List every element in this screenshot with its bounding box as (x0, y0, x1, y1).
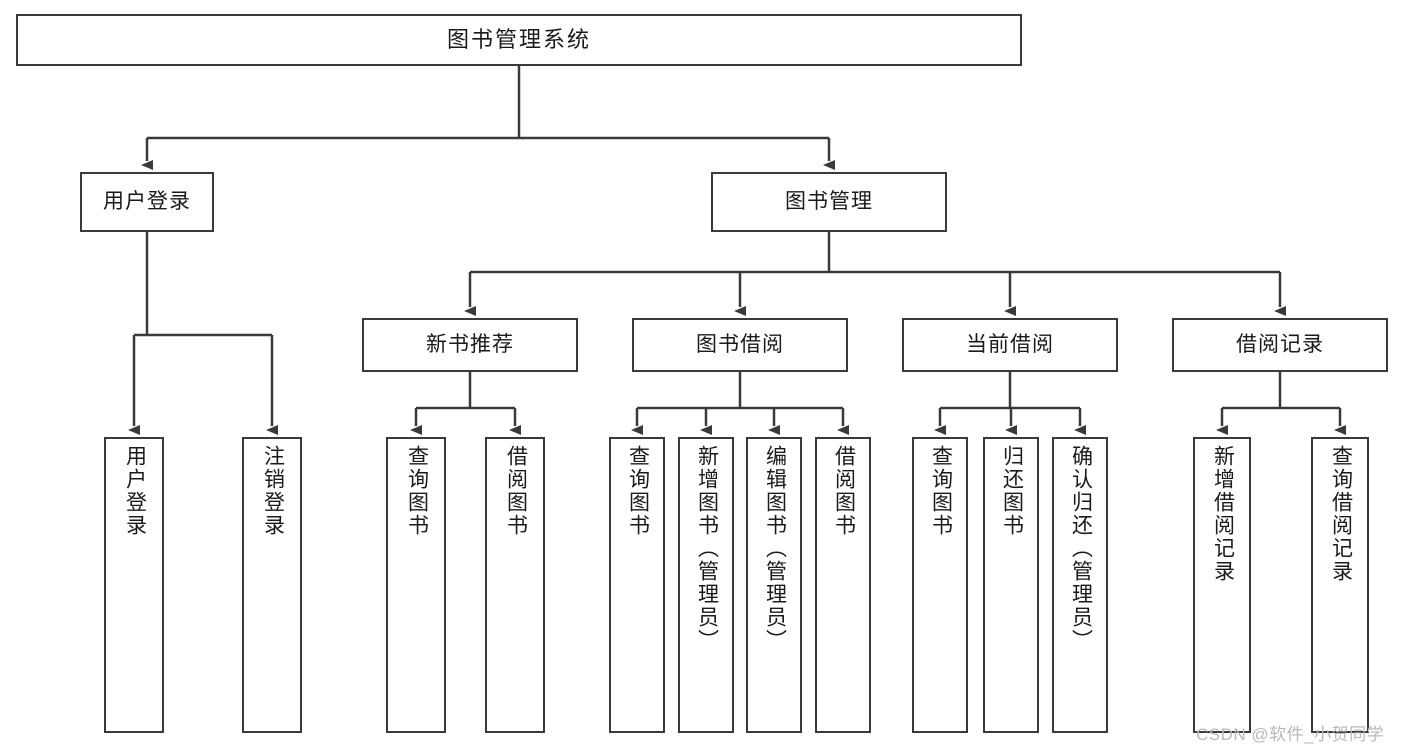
node-label-l4a: 查询图书 (626, 445, 650, 537)
node-label-l5a: 查询图书 (929, 445, 953, 537)
node-user-login[interactable]: 用户登录 (80, 172, 214, 232)
node-book-manage[interactable]: 图书管理 (711, 172, 947, 232)
node-l3a[interactable]: 查询图书 (386, 437, 446, 733)
node-l5a[interactable]: 查询图书 (912, 437, 968, 733)
node-label-new-book-rec: 新书推荐 (426, 333, 514, 357)
node-l5c[interactable]: 确认归还（管理员） (1052, 437, 1108, 733)
node-label-leaf-user-login: 用户登录 (123, 445, 147, 537)
node-root[interactable]: 图书管理系统 (16, 14, 1022, 66)
node-label-l6a: 新增借阅记录 (1211, 445, 1235, 583)
node-l4a[interactable]: 查询图书 (609, 437, 665, 733)
node-l4b[interactable]: 新增图书（管理员） (678, 437, 734, 733)
node-label-l3b: 借阅图书 (504, 445, 528, 537)
node-new-book-rec[interactable]: 新书推荐 (362, 318, 578, 372)
node-l4d[interactable]: 借阅图书 (815, 437, 871, 733)
csdn-watermark: CSDN @软件_小贺同学 (1196, 725, 1385, 744)
node-l3b[interactable]: 借阅图书 (485, 437, 545, 733)
node-book-borrow[interactable]: 图书借阅 (632, 318, 848, 372)
node-l6b[interactable]: 查询借阅记录 (1311, 437, 1369, 733)
node-leaf-logout-login[interactable]: 注销登录 (242, 437, 302, 733)
node-borrow-record[interactable]: 借阅记录 (1172, 318, 1388, 372)
node-l4c[interactable]: 编辑图书（管理员） (746, 437, 802, 733)
node-label-l6b: 查询借阅记录 (1329, 445, 1353, 583)
node-l5b[interactable]: 归还图书 (983, 437, 1039, 733)
node-label-l3a: 查询图书 (405, 445, 429, 537)
node-label-current-borrow: 当前借阅 (966, 333, 1054, 357)
node-label-user-login: 用户登录 (103, 190, 191, 214)
node-current-borrow[interactable]: 当前借阅 (902, 318, 1118, 372)
node-l6a[interactable]: 新增借阅记录 (1193, 437, 1251, 733)
node-label-borrow-record: 借阅记录 (1236, 333, 1324, 357)
node-label-l4c: 编辑图书（管理员） (763, 445, 787, 652)
node-label-l5b: 归还图书 (1000, 445, 1024, 537)
node-label-leaf-logout-login: 注销登录 (261, 445, 285, 537)
node-label-root: 图书管理系统 (446, 26, 591, 52)
node-label-book-manage: 图书管理 (785, 190, 873, 214)
node-label-l5c: 确认归还（管理员） (1069, 445, 1093, 652)
node-label-l4d: 借阅图书 (832, 445, 856, 537)
node-label-l4b: 新增图书（管理员） (695, 445, 719, 652)
node-label-book-borrow: 图书借阅 (696, 333, 784, 357)
node-leaf-user-login[interactable]: 用户登录 (104, 437, 164, 733)
